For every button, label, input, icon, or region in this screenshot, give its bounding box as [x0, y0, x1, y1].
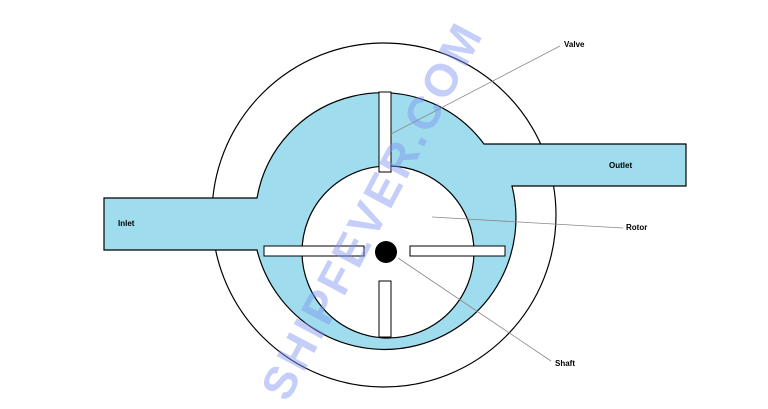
rotor-leader-line — [431, 216, 624, 229]
shaft-label: Shaft — [555, 359, 575, 368]
vane-right — [409, 245, 506, 257]
vane-left — [263, 245, 365, 257]
outlet-label: Outlet — [609, 161, 632, 170]
vane-top — [378, 91, 392, 173]
rotor-label: Rotor — [626, 223, 647, 232]
shaft-leader-line — [397, 257, 552, 362]
shaft — [375, 241, 397, 263]
valve-leader-line — [390, 45, 561, 135]
valve-label: Valve — [564, 40, 585, 49]
vane-bottom — [378, 280, 392, 338]
inlet-label: Inlet — [118, 219, 135, 228]
